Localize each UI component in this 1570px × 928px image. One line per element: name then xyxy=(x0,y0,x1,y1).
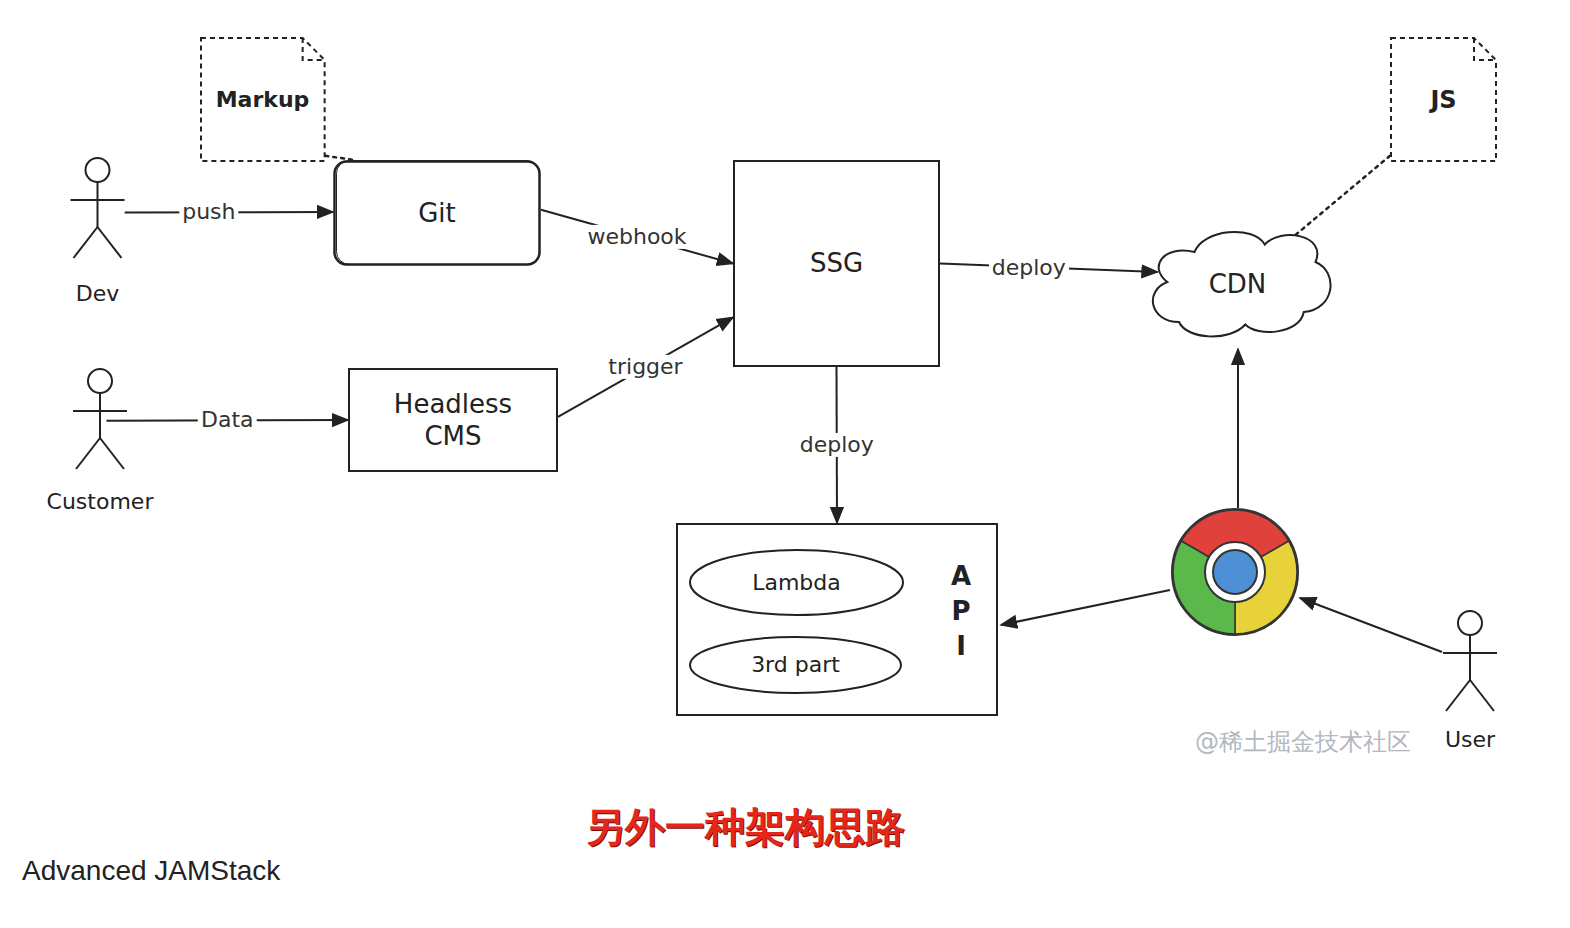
flow-arrow xyxy=(541,210,733,264)
text-holder: API xyxy=(948,559,974,664)
edge-label: deploy xyxy=(989,256,1069,280)
text-holder: User xyxy=(1430,726,1510,754)
edge-label: push xyxy=(179,200,238,224)
dotted-leader xyxy=(325,156,353,160)
api-box: API Lambda 3rd part xyxy=(676,523,998,716)
node-label: SSG xyxy=(810,247,863,280)
node-label: 3rd part xyxy=(751,651,840,679)
node-label: Lambda xyxy=(752,569,841,597)
text-holder: Dev xyxy=(55,280,140,308)
actor-label: Dev xyxy=(76,280,120,308)
node-label: Markup xyxy=(216,86,310,114)
document-shape: Markup xyxy=(200,37,326,162)
node-label: Git xyxy=(418,197,456,230)
edge-label: trigger xyxy=(605,355,685,379)
node-label: Headless CMS xyxy=(368,388,538,453)
process-box: Git xyxy=(333,160,541,266)
text-holder: Markup xyxy=(200,37,326,162)
request-arrow xyxy=(1237,349,1239,508)
text-holder: Git xyxy=(333,160,541,266)
edge-label: Data xyxy=(198,408,257,432)
edge-label: deploy xyxy=(797,433,877,457)
actor-figure: User xyxy=(1430,605,1510,753)
node-label: CDN xyxy=(1209,268,1267,301)
text-holder: Customer xyxy=(35,488,165,516)
text-holder: 3rd part xyxy=(688,635,903,695)
process-box: Headless CMS xyxy=(348,368,558,472)
node-label: JS xyxy=(1430,85,1456,115)
service-ellipse: Lambda xyxy=(688,548,905,617)
chrome-browser-icon xyxy=(1172,509,1298,635)
actor-figure: Customer xyxy=(35,363,165,515)
cdn-cloud: CDN xyxy=(1140,222,1335,347)
node-label: API xyxy=(948,559,974,664)
subtitle: 另外一种架构思路 xyxy=(585,800,905,855)
service-ellipse: 3rd part xyxy=(688,635,903,695)
document-shape: JS xyxy=(1390,37,1497,162)
figure-caption: Advanced JAMStack xyxy=(22,855,280,887)
flow-arrow xyxy=(558,317,733,417)
dotted-leader xyxy=(1296,156,1390,235)
text-holder: SSG xyxy=(733,160,940,367)
text-holder: Headless CMS xyxy=(348,368,558,472)
edge-label: webhook xyxy=(584,225,689,249)
visit-arrow xyxy=(1300,598,1442,652)
actor-label: User xyxy=(1445,726,1495,754)
text-holder: CDN xyxy=(1140,222,1335,347)
process-box: SSG xyxy=(733,160,940,367)
request-arrow xyxy=(1001,590,1170,625)
actor-label: Customer xyxy=(47,488,154,516)
text-holder: JS xyxy=(1390,37,1497,162)
text-holder: Lambda xyxy=(688,548,905,617)
node-outline xyxy=(348,368,558,472)
actor-figure: Dev xyxy=(55,152,140,307)
watermark: @稀土掘金技术社区 xyxy=(1195,726,1411,758)
